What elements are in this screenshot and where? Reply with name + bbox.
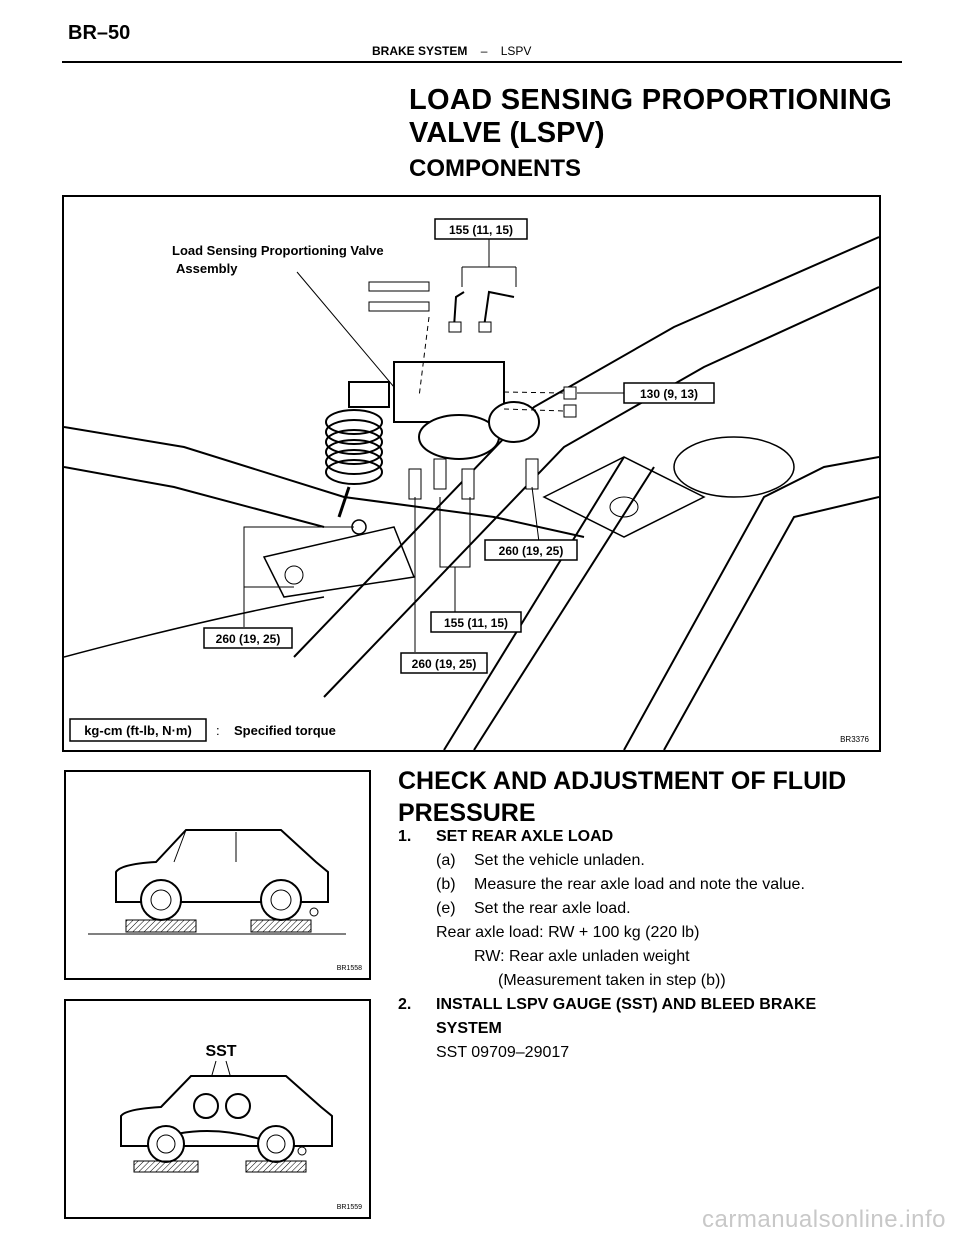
torque-box-top xyxy=(434,218,528,240)
figure-code: BR3376 xyxy=(840,735,869,744)
step1b-text: Measure the rear axle load and note the … xyxy=(474,876,805,893)
torque-bottom-mid-label: 155 (11, 15) xyxy=(444,616,508,630)
torque-box-bottom-left xyxy=(203,627,293,649)
watermark: carmanualsonline.info xyxy=(702,1206,946,1233)
step2-title-line1: INSTALL LSPV GAUGE (SST) AND BLEED BRAKE xyxy=(436,996,817,1013)
check-heading: CHECK AND ADJUSTMENT OF FLUID PRESSURE xyxy=(398,765,898,829)
legend-box xyxy=(69,718,207,742)
sst-label: SST xyxy=(205,1043,236,1060)
legend-text: Specified torque xyxy=(234,723,336,738)
torque-box-bottom-mid xyxy=(430,611,522,633)
step2-number: 2. xyxy=(398,996,412,1013)
components-heading: COMPONENTS xyxy=(409,155,582,182)
figure-code: BR1559 xyxy=(337,1204,362,1211)
torque-right-label: 130 (9, 13) xyxy=(640,387,698,401)
page-title-line2: VALVE (LSPV) xyxy=(409,117,605,149)
valve-assembly-label-1: Load Sensing Proportioning Valve xyxy=(172,243,384,258)
vehicle-gauge-illustration: SST BR1559 xyxy=(120,1043,362,1211)
rw-definition: RW: Rear axle unladen weight xyxy=(474,948,690,965)
rear-axle-load: Rear axle load: RW + 100 kg (220 lb) xyxy=(436,924,700,941)
step1-number: 1. xyxy=(398,828,412,845)
torque-top-label: 155 (11, 15) xyxy=(449,223,513,237)
legend-unit: kg-cm (ft-lb, N·m) xyxy=(84,723,192,738)
step2-title-line2: SYSTEM xyxy=(436,1020,502,1037)
section-title: BRAKE SYSTEM – LSPV xyxy=(372,44,531,58)
section-separator: – xyxy=(480,44,488,58)
legend-colon: : xyxy=(216,723,220,738)
page-title-line1: LOAD SENSING PROPORTIONING xyxy=(409,84,893,116)
vehicle-illustration: BR1558 xyxy=(88,829,362,972)
valve-assembly-label-2: Assembly xyxy=(176,261,238,276)
torque-box-bottom xyxy=(400,652,488,674)
gauge-icon xyxy=(225,1093,251,1119)
check-heading-line2: PRESSURE xyxy=(398,799,536,827)
page-number: BR–50 xyxy=(68,22,131,44)
step1a-mark: (a) xyxy=(436,852,456,869)
gauge-icon xyxy=(193,1093,219,1119)
sst-gauge-figure: SST BR1559 xyxy=(64,999,371,1219)
header-rule xyxy=(62,61,902,63)
components-figure: Load Sensing Proportioning Valve Assembl… xyxy=(62,195,881,752)
components-illustration: Load Sensing Proportioning Valve Assembl… xyxy=(63,218,880,751)
step1e-mark: (e) xyxy=(436,900,456,917)
torque-box-mid-right xyxy=(484,539,578,561)
torque-bottom-left-label: 260 (19, 25) xyxy=(216,632,281,646)
step1b-mark: (b) xyxy=(436,876,456,893)
figure-code: BR1558 xyxy=(337,965,362,972)
check-heading-line1: CHECK AND ADJUSTMENT OF FLUID xyxy=(398,767,847,795)
vehicle-unladen-figure: BR1558 xyxy=(64,770,371,980)
step1e-text: Set the rear axle load. xyxy=(474,900,631,917)
rw-note: (Measurement taken in step (b)) xyxy=(498,972,726,989)
torque-bottom-label: 260 (19, 25) xyxy=(412,657,477,671)
torque-box-right xyxy=(623,382,715,404)
step1-title: SET REAR AXLE LOAD xyxy=(436,828,614,845)
section-name: BRAKE SYSTEM xyxy=(372,44,468,58)
sst-number: SST 09709–29017 xyxy=(436,1044,570,1061)
step1a-text: Set the vehicle unladen. xyxy=(474,852,645,869)
subsection-name: LSPV xyxy=(500,44,532,58)
torque-mid-right-label: 260 (19, 25) xyxy=(499,544,564,558)
